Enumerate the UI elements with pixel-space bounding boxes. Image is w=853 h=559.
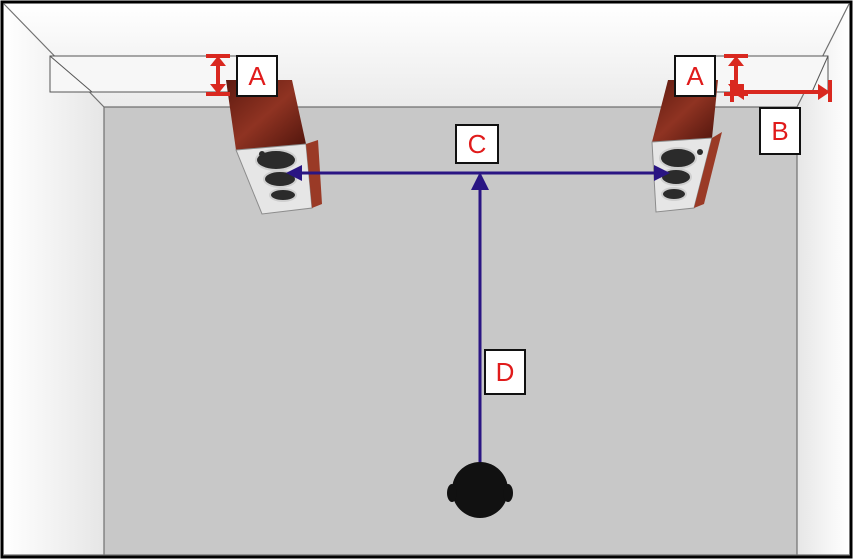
left-beam [49, 55, 241, 93]
label-c: C [455, 124, 499, 164]
arrow-c-head-left [286, 165, 302, 181]
label-a-right: A [674, 55, 716, 97]
left-wall [4, 4, 104, 555]
right-beam [699, 55, 829, 93]
measure-a-left [206, 54, 230, 96]
listener-head-icon [447, 462, 513, 518]
speaker-icon [226, 80, 322, 215]
right-wall [797, 4, 849, 555]
label-d: D [484, 349, 526, 395]
arrow-d-head [471, 172, 489, 190]
label-a-left: A [236, 55, 278, 97]
label-b: B [759, 107, 801, 155]
measure-b [730, 80, 832, 102]
arrow-c-head-right [654, 165, 670, 181]
